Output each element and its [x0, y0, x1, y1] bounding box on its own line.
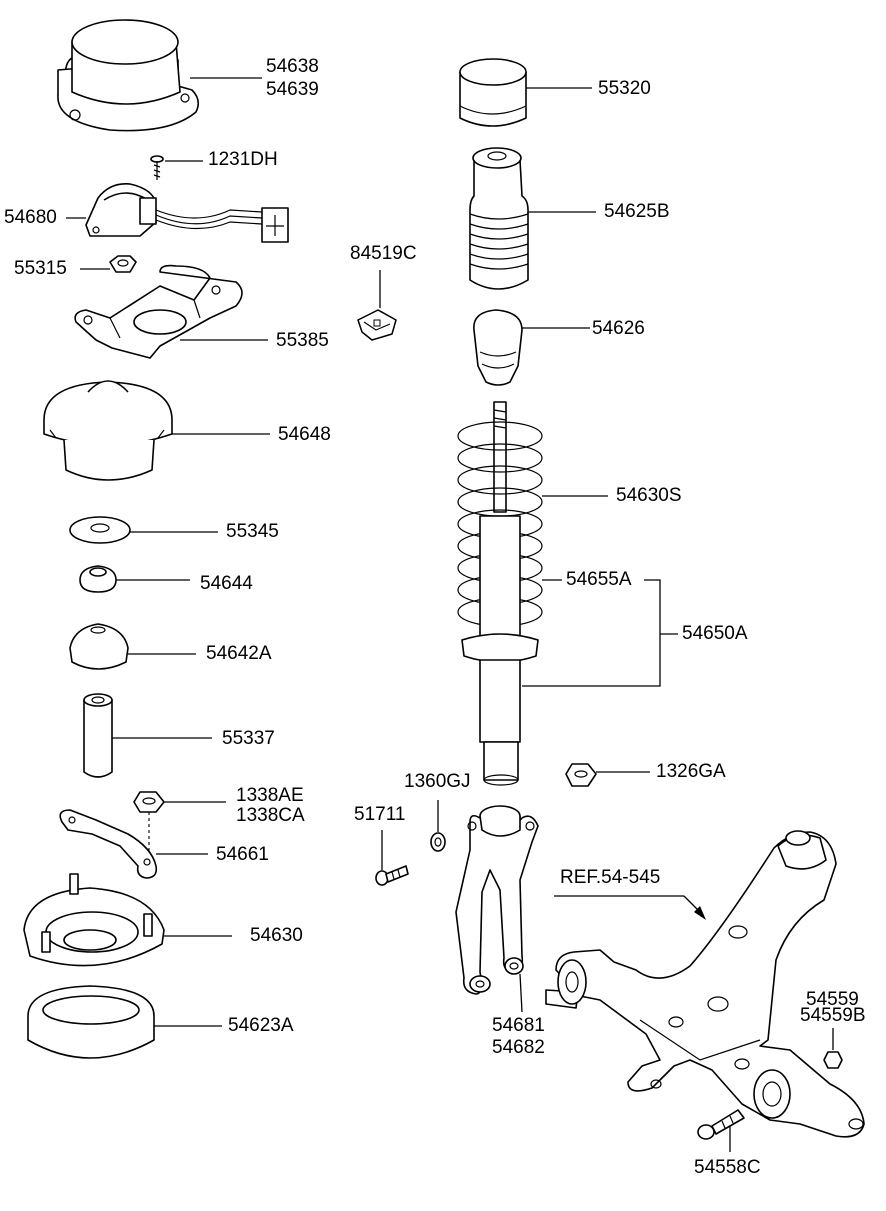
part-number-54682: 54682	[492, 1037, 545, 1058]
small-washer	[430, 832, 446, 852]
part-number-54648: 54648	[278, 424, 331, 445]
bracket	[74, 264, 243, 359]
strut-assembly	[457, 401, 543, 786]
part-number-54639: 54639	[266, 79, 319, 100]
washer	[69, 516, 131, 544]
rubber-ring	[27, 985, 155, 1059]
part-number-54630S: 54630S	[616, 485, 682, 506]
part-number-54655A: 54655A	[566, 569, 632, 590]
part-number-55385: 55385	[276, 330, 329, 351]
arm-bolt	[697, 1109, 745, 1140]
screw	[150, 155, 164, 180]
dust-cap	[459, 58, 527, 127]
part-number-55315: 55315	[14, 258, 67, 279]
part-number-54559B: 54559B	[800, 1005, 866, 1026]
part-number-54559: 54559	[806, 989, 859, 1010]
spring-seat	[23, 873, 165, 967]
lower-control-arm	[545, 830, 865, 1138]
arm-nut	[823, 1051, 843, 1069]
dust-boot	[469, 147, 529, 290]
part-number-55337: 55337	[222, 728, 275, 749]
part-number-54642A: 54642A	[206, 643, 272, 664]
part-number-54630: 54630	[250, 925, 303, 946]
actuator-with-harness	[85, 182, 289, 243]
spacer-tube	[83, 693, 113, 778]
part-number-84519C: 84519C	[350, 243, 417, 264]
part-number-54680: 54680	[4, 207, 57, 228]
part-number-1338CA: 1338CA	[236, 805, 305, 826]
bump-cap	[69, 623, 129, 670]
part-number-54625B: 54625B	[604, 201, 670, 222]
part-number-51711: 51711	[354, 804, 406, 825]
nut	[109, 255, 137, 273]
mounting-plate	[59, 809, 158, 879]
fork-bolt	[375, 865, 409, 886]
part-number-1326GA: 1326GA	[656, 761, 726, 782]
part-number-55320: 55320	[598, 78, 651, 99]
strut-nut	[565, 763, 597, 787]
part-number-54644: 54644	[200, 573, 253, 594]
strut-mount-cap	[57, 19, 200, 132]
strut-insulator	[43, 380, 173, 481]
bump-stopper	[473, 309, 523, 386]
part-number-1231DH: 1231DH	[208, 149, 278, 170]
part-number-54626: 54626	[592, 318, 645, 339]
part-number-54661: 54661	[216, 844, 269, 865]
part-number-54623A: 54623A	[228, 1015, 294, 1036]
reference-label: REF.54-545	[560, 867, 661, 888]
part-number-1360GJ: 1360GJ	[404, 771, 471, 792]
clip-icon	[357, 270, 397, 341]
part-number-54650A: 54650A	[682, 623, 748, 644]
strut-fork	[455, 805, 539, 995]
part-number-55345: 55345	[226, 521, 279, 542]
bushing-small	[79, 565, 117, 593]
part-number-1338AE: 1338AE	[236, 785, 304, 806]
part-number-54681: 54681	[492, 1015, 545, 1036]
lock-nut	[133, 791, 165, 813]
part-number-54558C: 54558C	[694, 1157, 761, 1178]
part-number-54638: 54638	[266, 56, 319, 77]
